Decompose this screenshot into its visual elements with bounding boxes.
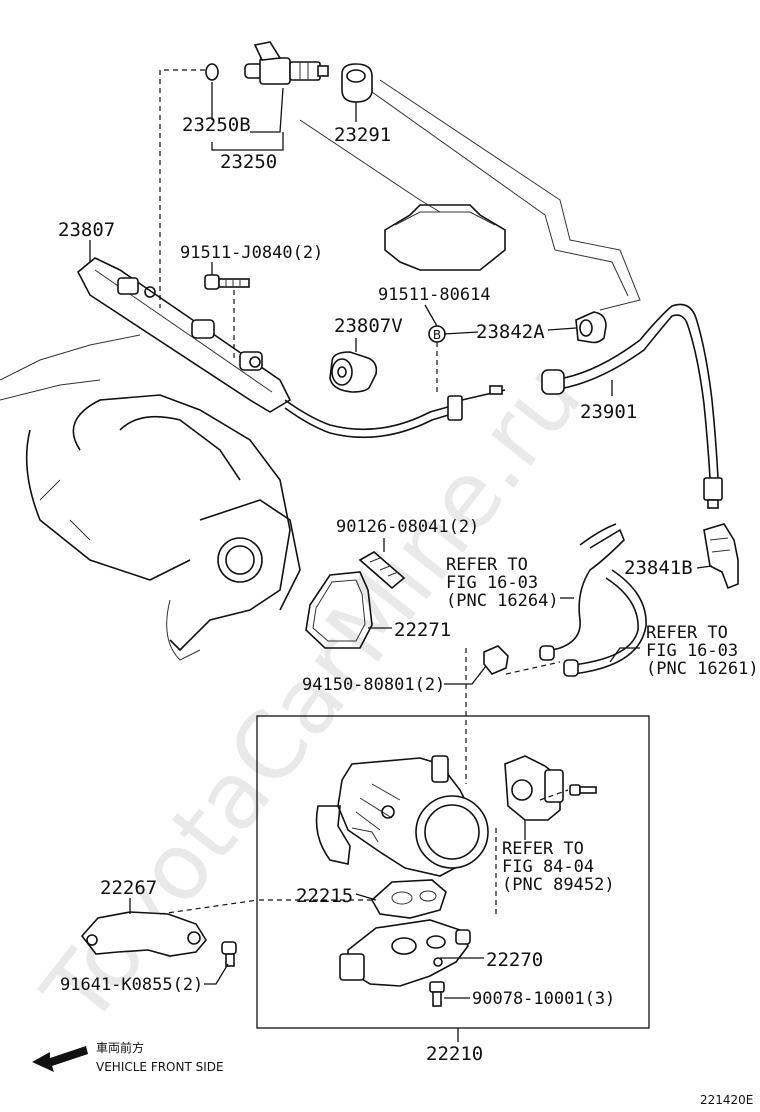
label-91511-j0840: 91511-J0840(2) [180, 243, 323, 263]
bolt-91641 [221, 941, 237, 967]
hose-refer-16264 [539, 523, 625, 661]
hose-refer-16261 [563, 569, 647, 677]
label-23250b: 23250B [182, 114, 251, 136]
gasket-22271 [305, 571, 373, 649]
front-arrow-icon [32, 1046, 88, 1072]
bolt-91511-j0840 [204, 274, 250, 290]
vehicle-front-indicator: 車両前方 VEHICLE FRONT SIDE [32, 1040, 224, 1074]
badge-b-text: B [433, 328, 441, 342]
assembly-box-22210 [256, 715, 650, 1029]
refer2-line1: REFER TO [646, 623, 728, 643]
throttle-sensor [504, 755, 564, 821]
label-91641: 91641-K0855(2) [60, 975, 203, 995]
gasket-22215 [370, 879, 447, 919]
throttle-body [315, 755, 489, 877]
nut-94150 [483, 645, 509, 675]
leader-lines [89, 69, 713, 1042]
grommet-23291 [341, 63, 373, 103]
clip-23841b [703, 523, 739, 590]
injector-23250 [244, 41, 329, 85]
label-23841b: 23841B [624, 557, 693, 579]
idle-air-control-22270 [339, 919, 471, 987]
clamp-23842a [575, 311, 607, 344]
bracket-22267 [80, 911, 207, 957]
refer3-line3: (PNC 89452) [502, 875, 615, 895]
screw-90078 [429, 981, 445, 1007]
cushion-23807v [329, 351, 378, 393]
front-label-en: VEHICLE FRONT SIDE [96, 1060, 224, 1074]
stud-90126 [358, 551, 406, 590]
part-labels: 23250B 23250 23291 23807 91511-J0840(2) … [58, 114, 759, 1065]
hose-23901 [541, 303, 723, 509]
label-23901: 23901 [580, 401, 637, 423]
refer1-line3: (PNC 16264) [446, 591, 559, 611]
o-ring-23250b [205, 63, 219, 81]
refer1-line1: REFER TO [446, 555, 528, 575]
label-90126: 90126-08041(2) [336, 517, 479, 537]
label-22270: 22270 [486, 949, 543, 971]
label-91511-80614: 91511-80614 [378, 285, 491, 305]
label-22271: 22271 [394, 619, 451, 641]
label-22267: 22267 [100, 877, 157, 899]
label-23250: 23250 [220, 151, 277, 173]
valve-cover-outline [384, 204, 506, 271]
label-22210: 22210 [426, 1043, 483, 1065]
label-23291: 23291 [334, 124, 391, 146]
fuel-rail-23807 [76, 257, 506, 439]
badge-b: B [428, 325, 446, 343]
refer3-line2: FIG 84-04 [502, 857, 594, 877]
refer2-line3: (PNC 16261) [646, 659, 759, 679]
figure-id: 221420E [700, 1093, 753, 1107]
label-22215: 22215 [296, 885, 353, 907]
refer3-line1: REFER TO [502, 839, 584, 859]
label-90078: 90078-10001(3) [472, 989, 615, 1009]
label-23807v: 23807V [334, 315, 403, 337]
screw-89452 [569, 784, 597, 796]
refer1-line2: FIG 16-03 [446, 573, 538, 593]
label-23807: 23807 [58, 219, 115, 241]
front-label-jp: 車両前方 [96, 1040, 144, 1055]
label-94150: 94150-80801(2) [302, 675, 445, 695]
engine-outline [0, 79, 641, 661]
refer2-line2: FIG 16-03 [646, 641, 738, 661]
label-23842a: 23842A [476, 321, 545, 343]
